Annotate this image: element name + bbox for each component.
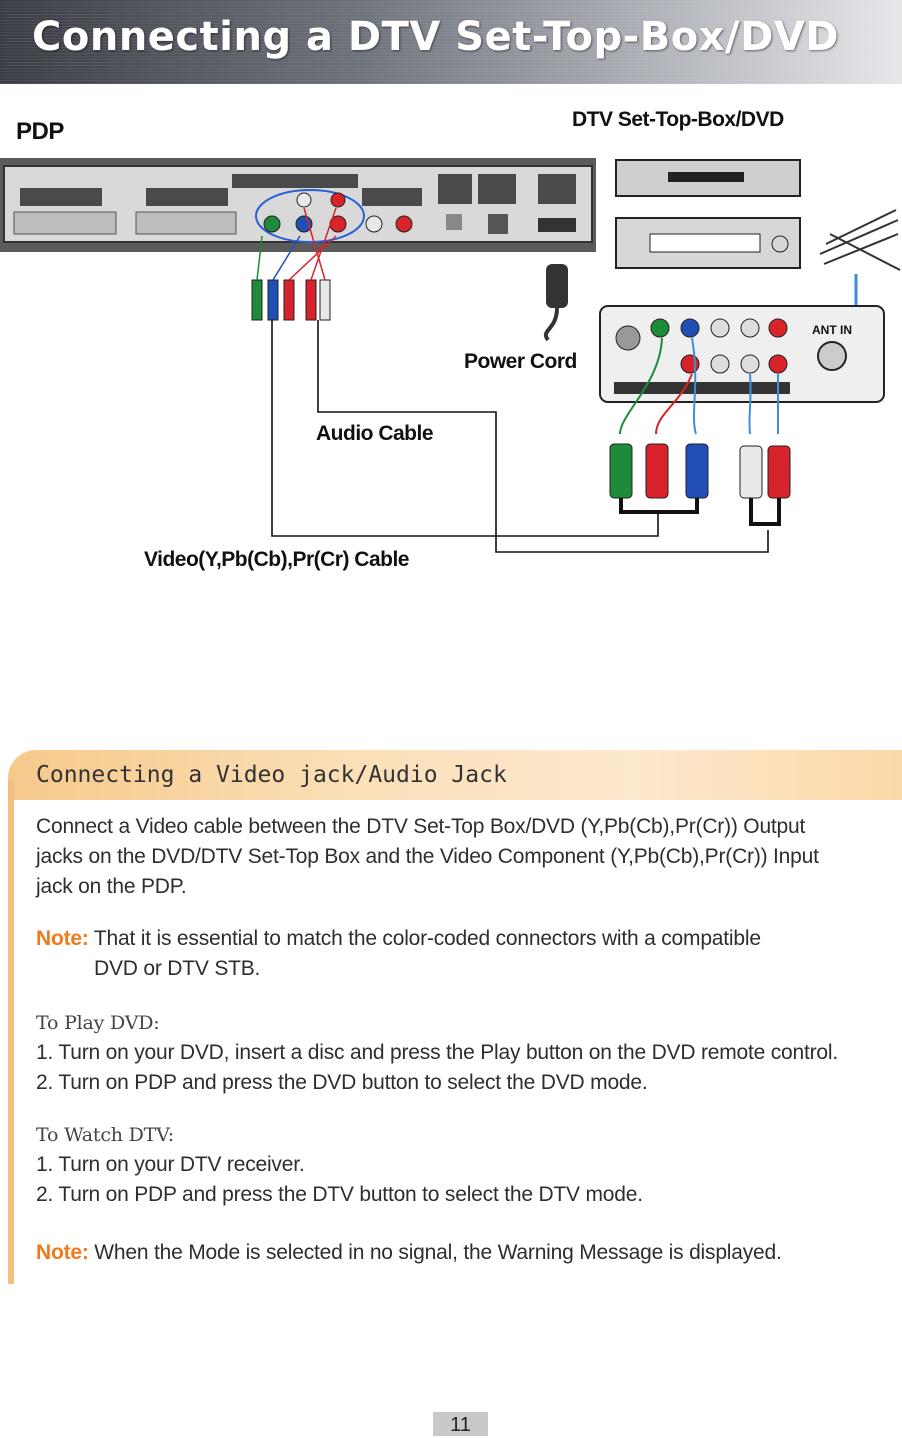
note-2-label: Note:: [36, 1241, 89, 1264]
intro-line: jack on the PDP.: [36, 875, 187, 898]
power-cord-label: Power Cord: [464, 350, 577, 373]
note-1-continuation: DVD or DTV STB.: [94, 957, 261, 980]
video-cable-label: Video(Y,Pb(Cb),Pr(Cr) Cable: [144, 548, 409, 571]
dtv-step: 1. Turn on your DTV receiver.: [36, 1153, 305, 1176]
device-label: DTV Set-Top-Box/DVD: [572, 108, 784, 131]
dtv-step: 2. Turn on PDP and press the DTV button …: [36, 1183, 643, 1206]
page-number: 11: [433, 1412, 488, 1436]
audio-cable-label: Audio Cable: [316, 422, 434, 445]
connection-diagram: ANT IN PDP DTV Set-Top-Box/DVD Power Cor…: [0, 84, 902, 604]
intro-line: jacks on the DVD/DTV Set-Top Box and the…: [36, 845, 819, 868]
note-2: Note: When the Mode is selected in no si…: [36, 1238, 782, 1268]
note-1-text: That it is essential to match the color-…: [88, 927, 761, 950]
cable-paths: [271, 320, 769, 553]
device-rear-panel: ANT IN: [599, 305, 885, 435]
dvd-step: 1. Turn on your DVD, insert a disc and p…: [36, 1041, 839, 1064]
pdp-panel: [0, 158, 596, 252]
note-1-label: Note:: [36, 927, 89, 950]
antenna-label: ANT IN: [812, 323, 852, 337]
dvd-heading: To Play DVD:: [36, 1012, 160, 1034]
note-2-text: When the Mode is selected in no signal, …: [88, 1241, 782, 1264]
intro-paragraph: Connect a Video cable between the DTV Se…: [36, 812, 819, 902]
pdp-plugs: [251, 207, 337, 321]
section-side-line: [8, 780, 14, 1284]
section-header-bar: Connecting a Video jack/Audio Jack: [8, 750, 902, 800]
note-1: Note: That it is essential to match the …: [36, 924, 761, 984]
video-audio-section: Connecting a Video jack/Audio Jack: [8, 750, 902, 1284]
power-cord-plug: [544, 264, 568, 342]
page-title: Connecting a DTV Set-Top-Box/DVD: [32, 14, 839, 60]
device-plugs: [609, 443, 791, 526]
section-title: Connecting a Video jack/Audio Jack: [36, 762, 507, 788]
set-top-box: [615, 159, 801, 197]
dtv-heading: To Watch DTV:: [36, 1124, 174, 1146]
diagram-svg: ANT IN: [0, 158, 901, 553]
dvd-instructions: To Play DVD: 1. Turn on your DVD, insert…: [36, 1008, 838, 1098]
dvd-player: [615, 217, 801, 269]
dvd-step: 2. Turn on PDP and press the DVD button …: [36, 1071, 648, 1094]
pdp-label: PDP: [16, 118, 64, 145]
dtv-instructions: To Watch DTV: 1. Turn on your DTV receiv…: [36, 1120, 643, 1210]
title-bar: Connecting a DTV Set-Top-Box/DVD: [0, 0, 902, 84]
intro-line: Connect a Video cable between the DTV Se…: [36, 815, 806, 838]
